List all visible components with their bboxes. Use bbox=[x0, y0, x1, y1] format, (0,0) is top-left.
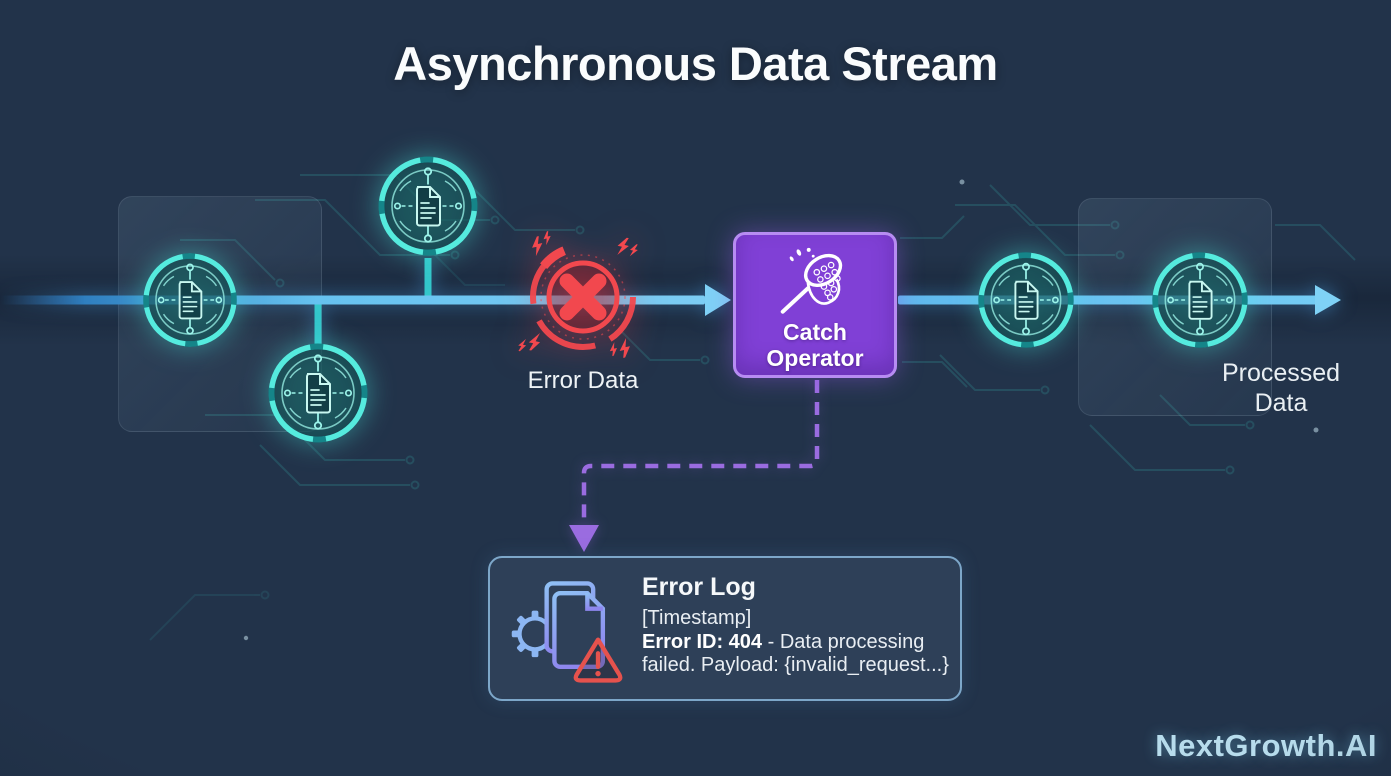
stream-arrowhead-end bbox=[1315, 285, 1341, 315]
stream-node bbox=[973, 247, 1079, 353]
stream-node bbox=[373, 151, 483, 261]
node-connector-top bbox=[424, 258, 432, 304]
stream-node bbox=[263, 338, 373, 448]
document-network-icon bbox=[1147, 247, 1253, 353]
stream-node bbox=[1147, 247, 1253, 353]
catch-operator-label: Catch Operator bbox=[766, 319, 864, 371]
error-id: Error ID: 404 bbox=[642, 630, 763, 653]
document-network-icon bbox=[138, 248, 242, 352]
stream-node bbox=[138, 248, 242, 352]
error-log-timestamp: [Timestamp] bbox=[642, 607, 752, 629]
warning-triangle-icon bbox=[573, 637, 623, 683]
document-network-icon bbox=[373, 151, 483, 261]
gear-document-warning-icon bbox=[504, 570, 630, 690]
catch-operator-box: Catch Operator bbox=[733, 232, 897, 378]
processed-data-label: Processed Data bbox=[1221, 359, 1341, 417]
butterfly-net-icon bbox=[780, 247, 843, 314]
error-log-card: Error Log [Timestamp] Error ID: 404 - Da… bbox=[488, 556, 962, 701]
error-data-label: Error Data bbox=[527, 367, 639, 394]
document-network-icon bbox=[263, 338, 373, 448]
error-log-message: Error ID: 404 - Data processing failed. … bbox=[642, 631, 962, 678]
error-burst-x-icon bbox=[508, 222, 658, 372]
error-log-title: Error Log bbox=[642, 573, 756, 601]
error-message: - Data processing failed. Payload: {inva… bbox=[642, 630, 949, 677]
page-title: Asynchronous Data Stream bbox=[393, 37, 998, 90]
node-connector-bottom bbox=[314, 300, 322, 346]
brand-watermark: NextGrowth.AI bbox=[1155, 728, 1377, 763]
document-network-icon bbox=[973, 247, 1079, 353]
branch-arrowhead bbox=[569, 525, 599, 552]
stream-arrowhead-mid bbox=[705, 284, 731, 316]
